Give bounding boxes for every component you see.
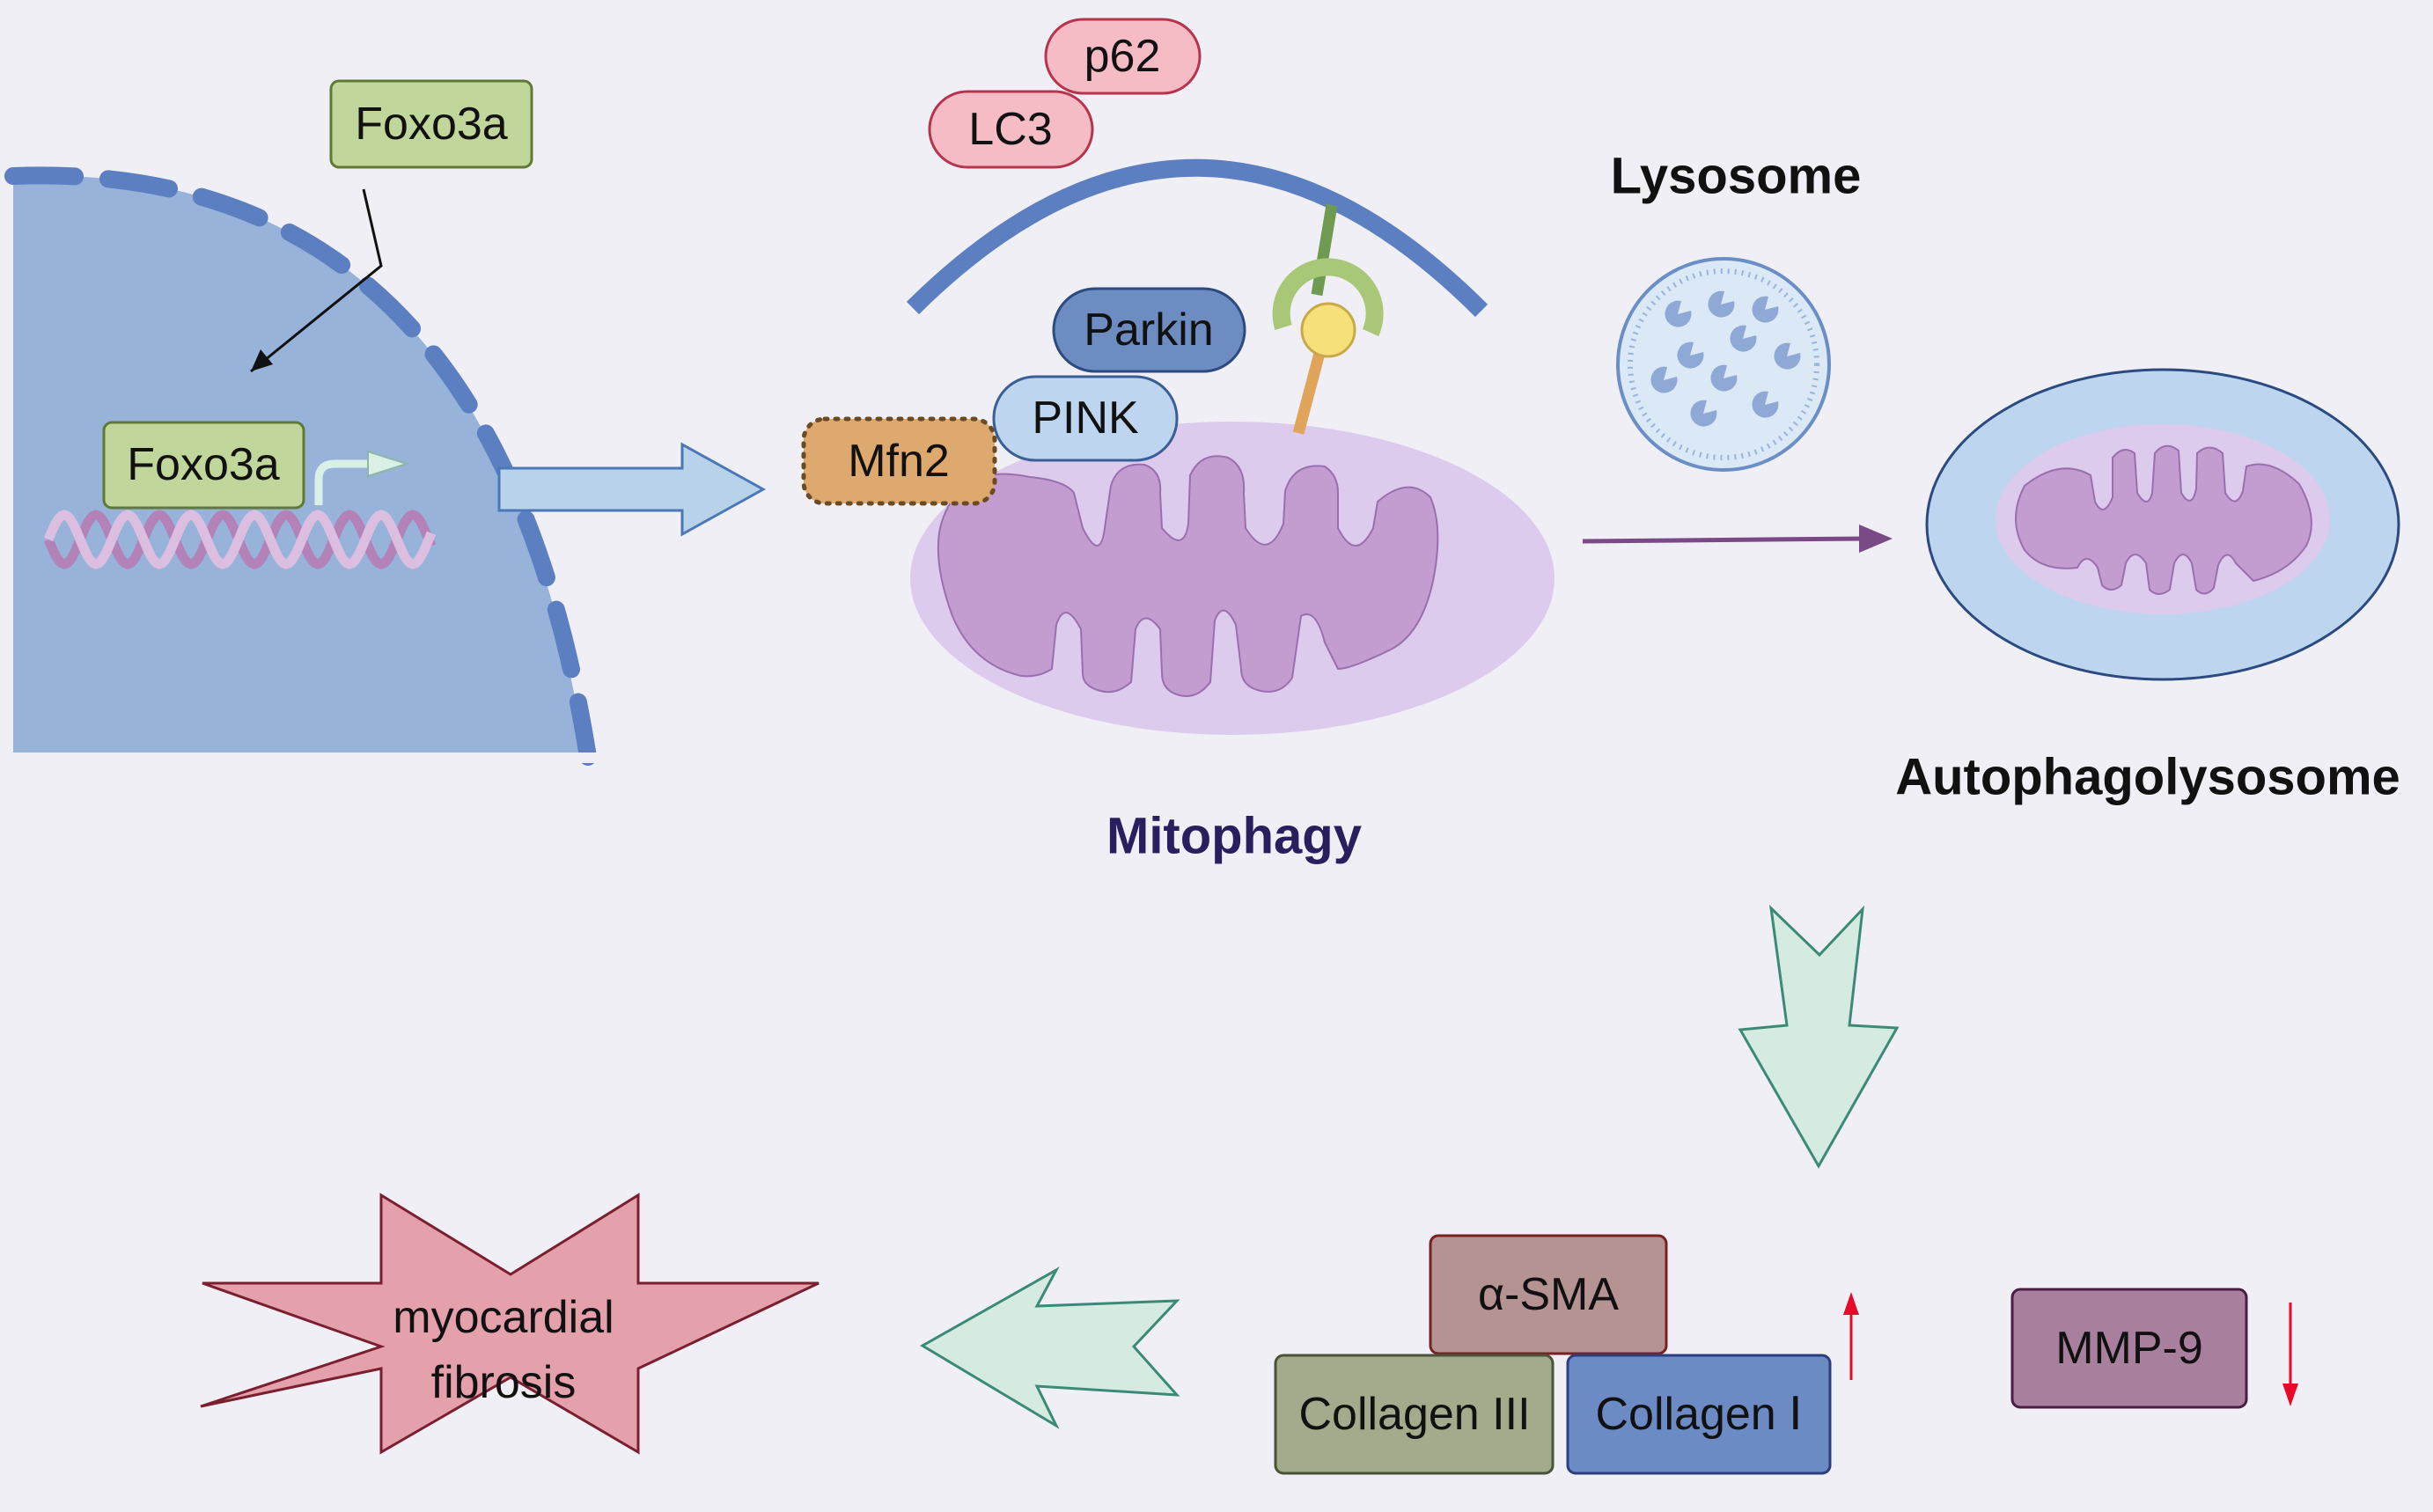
mfn2-label: Mfn2 — [848, 436, 950, 487]
autophagolysosome-title: Autophagolysosome — [1895, 749, 2400, 806]
lysosome-enzymes — [1650, 290, 1801, 427]
fibrosis-line1: myocardial — [393, 1292, 614, 1343]
receptor-cup — [1272, 258, 1384, 337]
collagen-iii-box — [1274, 1354, 1555, 1475]
receptor-stalk-bottom — [1292, 341, 1328, 435]
autophagolysosome — [1925, 368, 2400, 681]
nucleus: Foxo3a — [0, 166, 616, 766]
nucleus-clip — [0, 752, 616, 763]
parkin-label: Parkin — [1084, 305, 1213, 356]
receptor-ball — [1300, 302, 1356, 358]
nucleus-to-mitochondria-arrow — [497, 442, 767, 537]
lc3-pill — [928, 90, 1094, 169]
pink-pill — [992, 375, 1179, 462]
increase-arrow-head — [1843, 1292, 1859, 1315]
p62-label: p62 — [1084, 31, 1161, 82]
fibrosis-star — [200, 1193, 820, 1455]
phagophore-membrane — [906, 158, 1488, 318]
collagen-iii-label: Collagen III — [1298, 1389, 1530, 1440]
fibrosis-line2: fibrosis — [431, 1357, 577, 1408]
lysosome-enzyme — [1665, 300, 1692, 327]
mmp9-label: MMP-9 — [2055, 1323, 2203, 1374]
lysosome-enzyme — [1752, 296, 1779, 323]
pink-label: PINK — [1032, 393, 1139, 444]
down-arrow — [1738, 904, 1900, 1170]
left-arrow — [920, 1266, 1180, 1429]
lysosome-enzyme — [1730, 325, 1757, 352]
lysosome — [1616, 257, 1831, 472]
lysosome-enzyme — [1677, 341, 1704, 369]
dna-helix — [43, 510, 437, 569]
fusion-arrow-head — [1859, 525, 1893, 553]
mitophagy-title: Mitophagy — [1106, 808, 1362, 865]
lysosome-title: Lysosome — [1611, 148, 1862, 205]
translocation-arrow — [250, 188, 383, 373]
transcription-arrow-head — [367, 450, 410, 478]
lysosome-enzyme — [1710, 364, 1738, 392]
parkin-pill — [1052, 287, 1246, 373]
autophagolysosome-mito — [2015, 444, 2312, 595]
mmp9-box — [2010, 1288, 2248, 1409]
receptor-stalk-top — [1311, 203, 1338, 297]
fusion-arrow-line — [1582, 536, 1865, 544]
foxo3a-bound-label: Foxo3a — [127, 439, 280, 490]
foxo3a-label: Foxo3a — [355, 99, 508, 150]
lc3-label: LC3 — [968, 104, 1052, 155]
alpha-sma-box — [1429, 1234, 1668, 1355]
lysosome-enzyme — [1650, 366, 1678, 393]
mfn2-box — [801, 416, 997, 506]
lysosome-enzyme — [1752, 391, 1779, 418]
translocation-arrow-head — [251, 349, 273, 371]
alpha-sma-label: α-SMA — [1478, 1269, 1619, 1320]
collagen-i-label: Collagen Ⅰ — [1595, 1389, 1802, 1440]
lysosome-enzyme — [1708, 290, 1735, 318]
p62-pill — [1044, 18, 1202, 95]
collagen-i-box — [1566, 1354, 1832, 1475]
lysosome-enzyme — [1774, 342, 1801, 370]
foxo3a-bound-box — [102, 421, 305, 510]
lysosome-enzyme — [1690, 400, 1717, 427]
mitochondrion-cristae — [937, 455, 1439, 697]
transcription-arrow — [314, 459, 370, 505]
decrease-arrow-head — [2282, 1384, 2298, 1406]
nuclear-envelope — [4, 166, 597, 766]
mitochondrion — [910, 422, 1555, 735]
foxo3a-box — [329, 79, 533, 169]
